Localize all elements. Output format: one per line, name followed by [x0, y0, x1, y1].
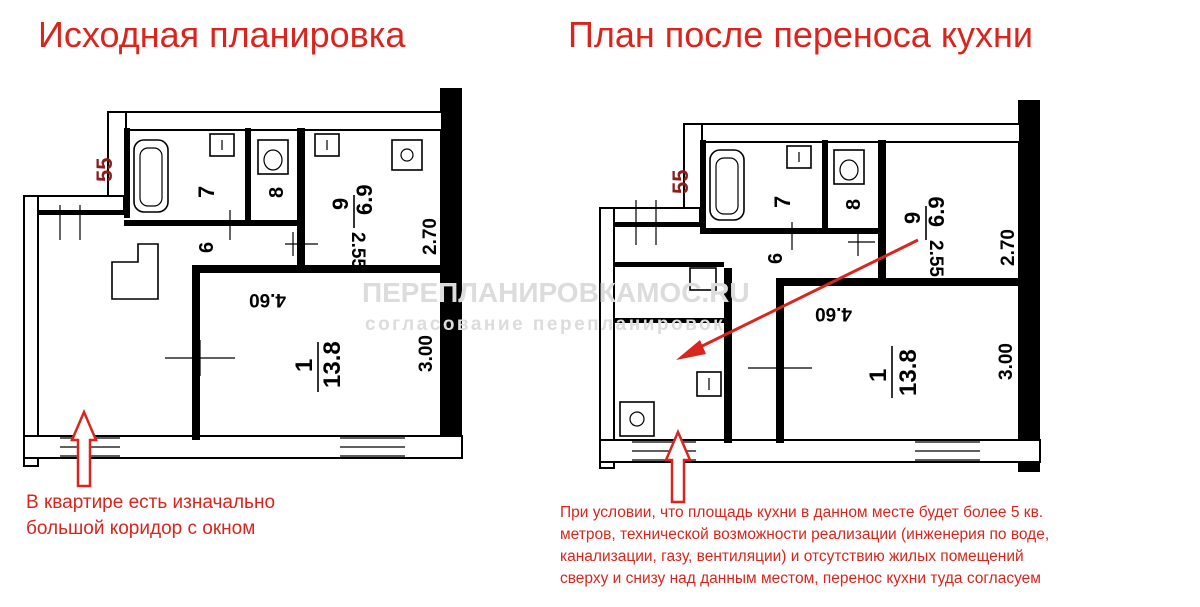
caption-original: В квартире есть изначально большой корид…	[26, 490, 366, 542]
room-9-width-left: 2.55	[347, 232, 368, 269]
watermark-tagline: согласование перепланировок	[365, 314, 725, 335]
watermark-site: ПЕРЕПЛАНИРОВКАМОС.RU	[362, 277, 750, 308]
relocation-arrow	[689, 238, 919, 354]
room-1-right: 1	[865, 369, 892, 382]
arrow-head-icon	[676, 340, 706, 360]
room-7-left: 7	[194, 186, 219, 198]
room-8-right: 8	[843, 199, 865, 210]
room-9-width-right: 2.55	[925, 240, 946, 277]
room-1-area-left: 13.8	[319, 341, 346, 388]
room-1-left: 1	[291, 359, 318, 372]
caption-original-line-2: большой коридор с окном	[26, 518, 256, 539]
caption-new: При условии, что площадь кухни в данном …	[560, 502, 1180, 590]
title-original-plan: Исходная планировка	[38, 14, 406, 55]
arrow-up-icon	[664, 428, 692, 504]
room-8-left: 8	[266, 187, 288, 198]
caption-new-line-3: канализации, газу, вентиляции) и отсутст…	[560, 548, 1024, 565]
room-6-right: 6	[765, 253, 787, 264]
room-1-length-right: 3.00	[996, 343, 1017, 380]
caption-new-line-4: сверху и снизу над данным местом, перено…	[560, 570, 1041, 587]
room-9-length-left: 2.70	[420, 218, 441, 255]
caption-original-line-1: В квартире есть изначально	[26, 492, 276, 513]
apartment-number-right: 55	[668, 170, 693, 194]
caption-new-line-1: При условии, что площадь кухни в данном …	[560, 504, 1044, 521]
room-9-left: 9	[328, 198, 353, 210]
room-1-area-right: 13.8	[895, 349, 922, 396]
title-new-plan: План после переноса кухни	[568, 14, 1033, 55]
plan-original: 55 7 8 6 9 6.9 2.55 2.70 4.60 1 13.8 3.0…	[23, 88, 463, 488]
room-9-area-right: 6.9	[924, 196, 949, 227]
room-9-length-right: 2.70	[998, 229, 1019, 266]
room-6-left: 6	[196, 242, 218, 253]
plan-new: 55 7 8 6 9 6.9 2.55 2.70 4.60 1 13.8 3.0…	[599, 100, 1041, 504]
room-1-length-left: 3.00	[416, 335, 437, 372]
room-9-area-left: 6.9	[352, 184, 377, 215]
room-1-width-left: 4.60	[249, 289, 286, 310]
room-9-right: 9	[900, 212, 925, 224]
caption-new-line-2: метров, технической возможности реализац…	[560, 526, 1050, 543]
arrow-up-icon	[70, 408, 98, 488]
room-1-width-right: 4.60	[815, 303, 852, 324]
apartment-number-left: 55	[92, 158, 117, 182]
room-7-right: 7	[770, 196, 795, 208]
